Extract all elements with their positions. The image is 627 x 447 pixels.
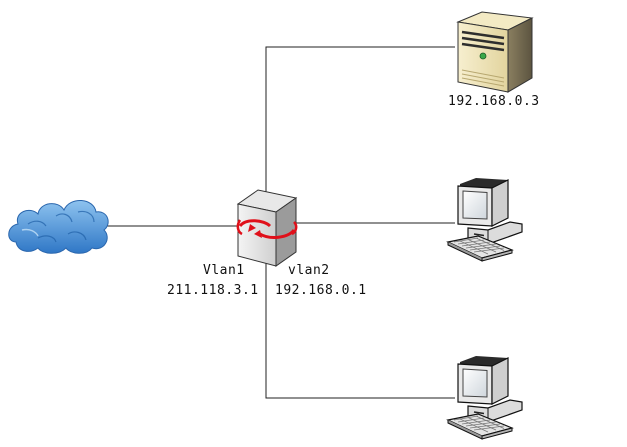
vlan1-label: Vlan1 — [203, 263, 245, 278]
cloud-icon — [8, 200, 109, 254]
layer3-switch-icon — [236, 189, 298, 267]
link-switch-to-pc2 — [265, 262, 455, 399]
desktop-computer-icon — [447, 355, 523, 440]
connection-lines — [104, 46, 455, 399]
link-switch-to-server — [265, 46, 455, 198]
desktop-computer-icon — [447, 177, 523, 262]
server-tower-icon — [456, 11, 534, 93]
server-ip-label: 192.168.0.3 — [448, 94, 540, 109]
vlan2-label: vlan2 — [288, 263, 330, 278]
vlan1-ip-label: 211.118.3.1 — [167, 283, 259, 298]
vlan2-ip-label: 192.168.0.1 — [275, 283, 367, 298]
